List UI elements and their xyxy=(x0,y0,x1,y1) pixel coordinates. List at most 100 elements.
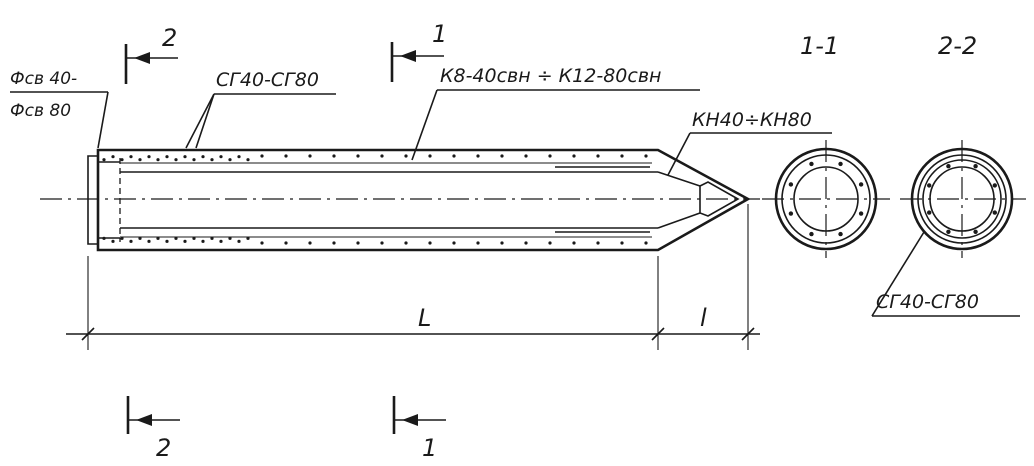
spiral-dot xyxy=(356,241,360,245)
spiral-dot xyxy=(284,241,288,245)
spiral-dot xyxy=(858,211,864,216)
spiral-dot xyxy=(260,241,264,245)
section-2-2: 2-2 СГ40-СГ80 xyxy=(871,32,1026,317)
label-spiral-section: СГ40-СГ80 xyxy=(876,291,979,313)
spiral-dot xyxy=(332,241,336,245)
section-cut-2-top: 2 xyxy=(124,24,178,84)
spiral-dot xyxy=(260,154,264,158)
spiral-dot xyxy=(404,241,408,245)
spiral-dot xyxy=(992,210,997,215)
spiral-dot xyxy=(192,158,196,162)
spiral-dot xyxy=(500,154,504,158)
spiral-dot xyxy=(992,183,997,188)
spiral-dot xyxy=(129,155,133,159)
spiral-dot xyxy=(102,236,106,240)
spiral-dot xyxy=(548,154,552,158)
spiral-dot xyxy=(156,236,160,240)
spiral-dot xyxy=(788,211,794,216)
spiral-dot xyxy=(174,158,178,162)
dim-l: l xyxy=(700,304,707,332)
spiral-dot xyxy=(858,182,864,187)
label-spiral: СГ40-СГ80 xyxy=(216,69,319,91)
spiral-dot xyxy=(973,229,978,234)
spiral-dot xyxy=(138,236,142,240)
spiral-dot xyxy=(147,239,151,243)
spiral-dot xyxy=(620,241,624,245)
spiral-dot xyxy=(973,164,978,169)
spiral-dot xyxy=(284,154,288,158)
section-cut-1-bottom: 1 xyxy=(392,396,446,462)
section-cut-1-top: 1 xyxy=(390,20,447,82)
section-1-1-title: 1-1 xyxy=(800,32,839,60)
pile-body xyxy=(40,148,760,252)
spiral-dot xyxy=(308,241,312,245)
spiral-dot xyxy=(120,158,124,162)
spiral-dot xyxy=(147,155,151,159)
spiral-dot xyxy=(809,231,814,237)
spiral-dot xyxy=(210,158,214,162)
spiral-dot xyxy=(644,241,648,245)
spiral-dot xyxy=(524,154,528,158)
spiral-dot xyxy=(308,154,312,158)
section-cut-2-bottom: 2 xyxy=(126,396,180,462)
spiral-dot xyxy=(356,154,360,158)
spiral-dot xyxy=(219,155,223,159)
spiral-dot xyxy=(111,155,115,159)
spiral-dot xyxy=(452,154,456,158)
section-2-2-title: 2-2 xyxy=(938,32,977,60)
spiral-dot xyxy=(927,210,932,215)
spiral-dot xyxy=(572,241,576,245)
dim-L: L xyxy=(418,304,431,332)
spiral-dot xyxy=(210,236,214,240)
label-flange-2: Фсв 80 xyxy=(10,101,71,121)
spiral-dot xyxy=(548,241,552,245)
spiral-dot xyxy=(524,241,528,245)
cut-2-bottom-label: 2 xyxy=(156,434,171,462)
spiral-dot xyxy=(237,239,241,243)
spiral-dot xyxy=(380,241,384,245)
spiral-dot xyxy=(246,236,250,240)
spiral-dot xyxy=(165,239,169,243)
spiral-dot xyxy=(174,236,178,240)
label-frame: К8-40свн ÷ К12-80свн xyxy=(440,65,661,87)
spiral-dot xyxy=(428,154,432,158)
spiral-dot xyxy=(129,239,133,243)
spiral-dot xyxy=(788,182,794,187)
spiral-dot xyxy=(476,241,480,245)
label-tip: КН40÷КН80 xyxy=(692,109,812,131)
spiral-dot xyxy=(183,239,187,243)
cut-1-top-label: 1 xyxy=(432,20,447,48)
spiral-dot xyxy=(809,161,814,167)
spiral-dot xyxy=(500,241,504,245)
dimension-lines: L l xyxy=(66,204,760,350)
spiral-dots xyxy=(102,154,648,245)
spiral-dot xyxy=(102,158,106,162)
spiral-dot xyxy=(219,239,223,243)
spiral-dot xyxy=(120,236,124,240)
spiral-dot xyxy=(596,154,600,158)
spiral-dot xyxy=(838,161,843,167)
spiral-dot xyxy=(192,236,196,240)
spiral-dot xyxy=(228,158,232,162)
spiral-dot xyxy=(246,158,250,162)
spiral-dot xyxy=(228,236,232,240)
spiral-dot xyxy=(201,239,205,243)
spiral-dot xyxy=(620,154,624,158)
spiral-dot xyxy=(572,154,576,158)
spiral-dot xyxy=(946,164,951,169)
spiral-dot xyxy=(946,229,951,234)
spiral-dot xyxy=(404,154,408,158)
spiral-dot xyxy=(428,241,432,245)
spiral-dot xyxy=(452,241,456,245)
label-flange: Фсв 40- xyxy=(10,69,77,89)
spiral-dot xyxy=(380,154,384,158)
section-1-1: 1-1 xyxy=(762,32,890,258)
spiral-dot xyxy=(596,241,600,245)
spiral-dot xyxy=(644,154,648,158)
spiral-dot xyxy=(138,158,142,162)
spiral-dot xyxy=(183,155,187,159)
annotations: Фсв 40- Фсв 80 СГ40-СГ80 К8-40свн ÷ К12-… xyxy=(10,65,832,176)
cut-1-bottom-label: 1 xyxy=(422,434,437,462)
spiral-dot xyxy=(927,183,932,188)
